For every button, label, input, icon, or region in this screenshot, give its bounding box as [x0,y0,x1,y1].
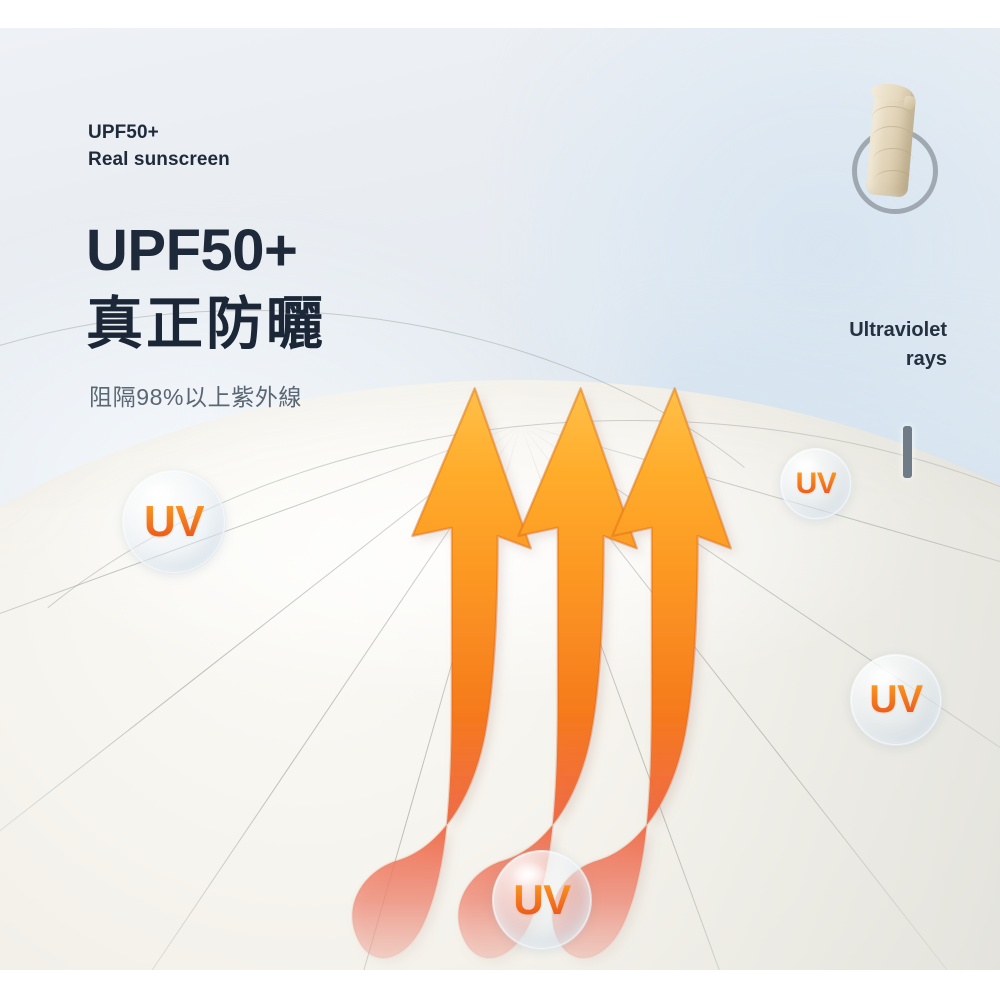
folded-umbrella-case-icon [842,72,948,214]
subline-uv-block-rate: 阻隔98%以上紫外線 [89,384,303,410]
bubble-right-upper-rim [781,449,851,519]
letterbox-bottom [0,970,1000,1000]
headline-upf: UPF50+ [86,218,298,283]
case-fold-3 [873,148,913,171]
case-fold-4 [874,170,912,191]
bubble-right-upper: UV [780,448,852,520]
eyebrow-text: UPF50+ Real sunscreen [88,122,230,170]
letterbox-top [0,0,1000,28]
bubble-bottom-center-label: UV [513,876,571,923]
bubble-right-upper-label: UV [795,467,837,500]
bubble-left-label: UV [143,497,205,546]
bubble-right-lower: UV [850,654,942,746]
photo-stage: UV UV UV UV UPF50+ Real sunscreen UPF50+ 真正… [0,28,1000,970]
bubble-left: UV [122,470,226,574]
case-fold-2 [872,126,912,149]
bubble-right-lower-rim [851,655,941,745]
bubble-bottom-center-rim [493,851,591,949]
uv-ray-tick-icon [903,426,912,478]
bubble-bottom-center: UV [492,850,592,950]
case-fold-1 [872,106,912,129]
headline-chinese: 真正防曬 [86,292,326,356]
bubble-right-lower-label: UV [869,678,923,721]
ultraviolet-rays-label: Ultraviolet rays [849,319,947,370]
bubble-left-rim [123,471,225,573]
